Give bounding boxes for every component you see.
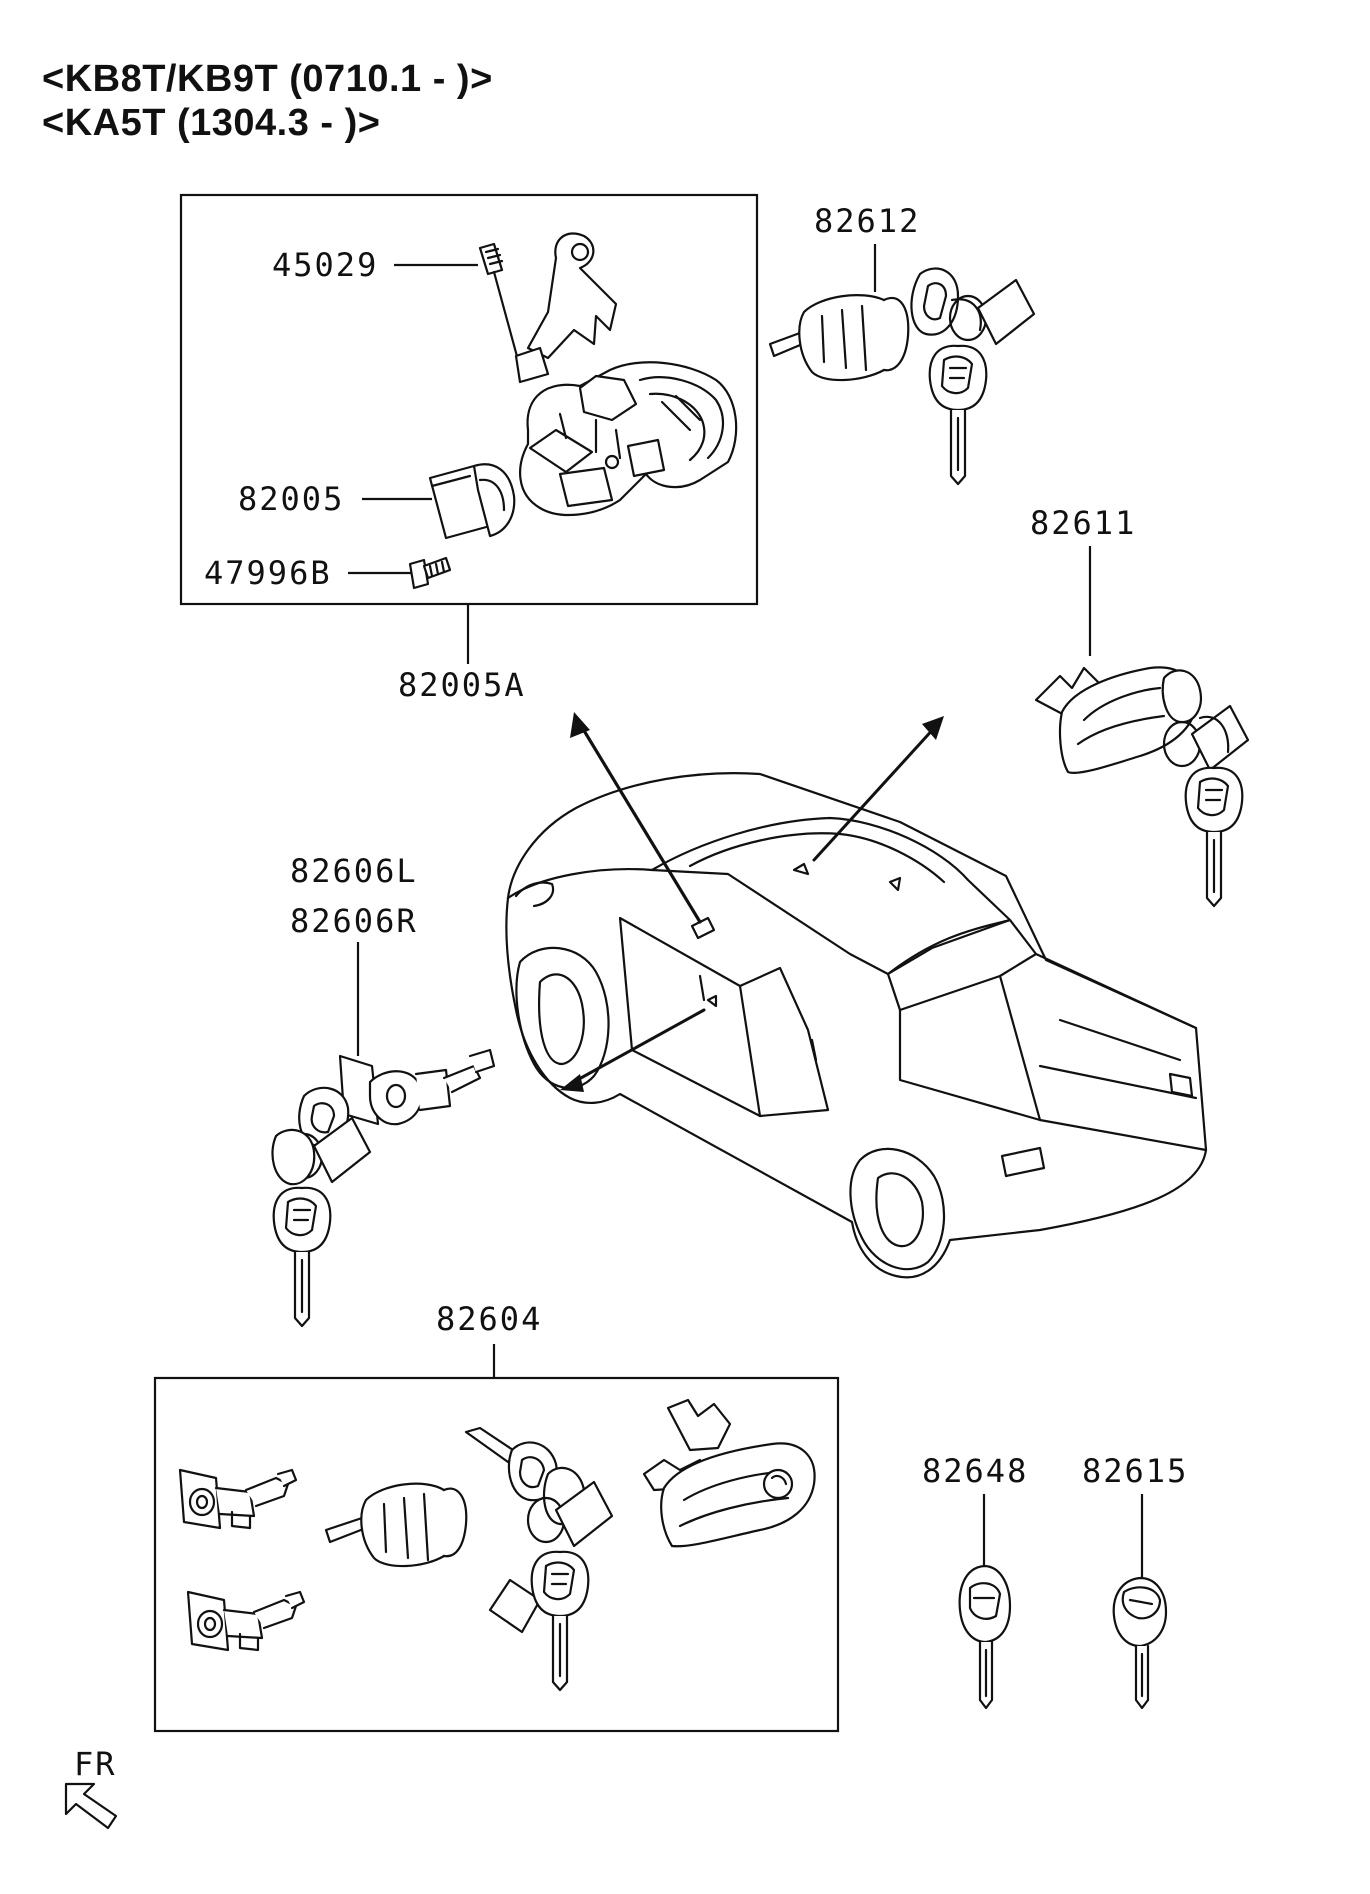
pickup-truck-outline-icon — [505, 772, 1208, 1279]
front-direction-arrow-icon — [64, 1782, 118, 1830]
part-number-82615: 82615 — [1082, 1452, 1188, 1490]
part-number-82612: 82612 — [814, 202, 920, 240]
model-header-line-1: <KB8T/KB9T (0710.1 - )> — [42, 58, 493, 100]
door-lock-cylinders-with-keys-icon — [271, 1048, 496, 1328]
part-number-82611: 82611 — [1030, 504, 1136, 542]
part-number-47996B: 47996B — [204, 554, 332, 592]
front-direction-label: FR — [74, 1745, 117, 1783]
lock-set-assembly-box — [153, 1376, 840, 1733]
part-number-82005A: 82005A — [398, 666, 526, 704]
model-header-line-2: <KA5T (1304.3 - )> — [42, 102, 381, 144]
lock-set-tailgate-handle-icon — [642, 1398, 816, 1548]
locator-arrows — [560, 712, 944, 1092]
part-number-82606R: 82606R — [290, 902, 418, 940]
part-number-82604: 82604 — [436, 1300, 542, 1338]
lock-set-door-cylinder-lower-icon — [186, 1590, 306, 1652]
master-key-82615-icon — [1112, 1576, 1168, 1710]
lock-set-key-bundle-icon — [464, 1426, 614, 1692]
lock-set-ignition-cylinder-icon — [324, 1482, 468, 1568]
steering-lock-bolt-icon — [478, 232, 618, 384]
key-reminder-switch-icon — [428, 463, 516, 540]
part-number-82648: 82648 — [922, 1452, 1028, 1490]
part-number-82606L: 82606L — [290, 852, 418, 890]
shear-bolt-icon — [408, 556, 452, 590]
lock-set-door-cylinder-upper-icon — [178, 1468, 298, 1530]
glove-box-lock-with-keys-icon — [1034, 666, 1250, 908]
blank-key-82648-icon — [958, 1564, 1012, 1710]
part-number-82005: 82005 — [238, 480, 344, 518]
ignition-cylinder-with-keys-icon — [768, 267, 1036, 486]
part-number-45029: 45029 — [272, 246, 378, 284]
ignition-switch-body-icon — [519, 361, 738, 517]
